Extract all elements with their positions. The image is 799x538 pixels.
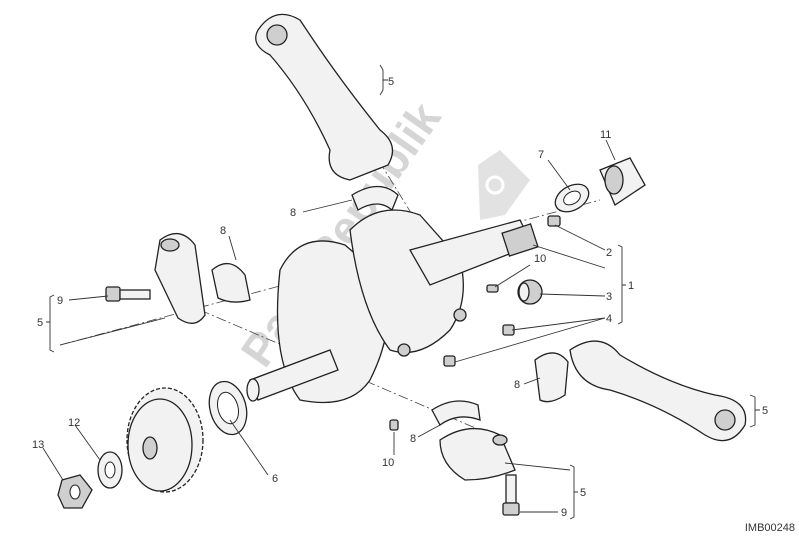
watermark-gear-icon [478,150,530,220]
plug-2 [547,215,561,227]
bearing-shell-left [211,263,251,303]
bearing-3 [517,279,543,305]
thrust-washer-6 [208,380,248,436]
callout-3: 3 [606,291,612,303]
callout-8-left: 8 [220,225,226,237]
plug-4b [443,355,456,367]
callout-5-right: 5 [762,405,768,417]
conrod-right [569,340,747,442]
callout-10-top: 10 [534,253,546,265]
callout-13: 13 [32,439,44,451]
callout-8-right: 8 [514,379,520,391]
timing-gear [126,387,204,493]
callout-1: 1 [628,280,634,292]
callout-6: 6 [272,473,278,485]
callout-2: 2 [606,247,612,259]
conrod-cap-left [154,233,206,324]
callout-5-left: 5 [37,317,43,329]
callout-9-left: 9 [57,295,63,307]
callout-5-top: 5 [388,76,394,88]
bolt-left [105,286,151,302]
bolt-bottom [502,474,520,516]
diagram-code: IMB00248 [744,522,795,534]
callout-5-bottom: 5 [580,487,586,499]
callout-7: 7 [538,149,544,161]
thrust-washer-7 [554,183,590,213]
callout-8-bottom: 8 [410,433,416,445]
callout-11: 11 [600,129,611,141]
washer-12 [97,451,123,489]
callout-8-top: 8 [290,207,296,219]
nut-13 [57,474,93,509]
bearing-shell-right [534,352,569,403]
conrod-cap-bottom [439,427,516,481]
callout-9-bottom: 9 [561,507,567,519]
crankshaft [246,209,539,404]
nut-11 [599,157,646,206]
dowel-10-bottom [389,419,399,431]
callout-10-bottom: 10 [382,457,394,469]
callout-12: 12 [68,417,80,429]
conrod-top [255,13,394,181]
callout-4: 4 [606,313,612,325]
bearing-shell-bottom [431,400,481,426]
